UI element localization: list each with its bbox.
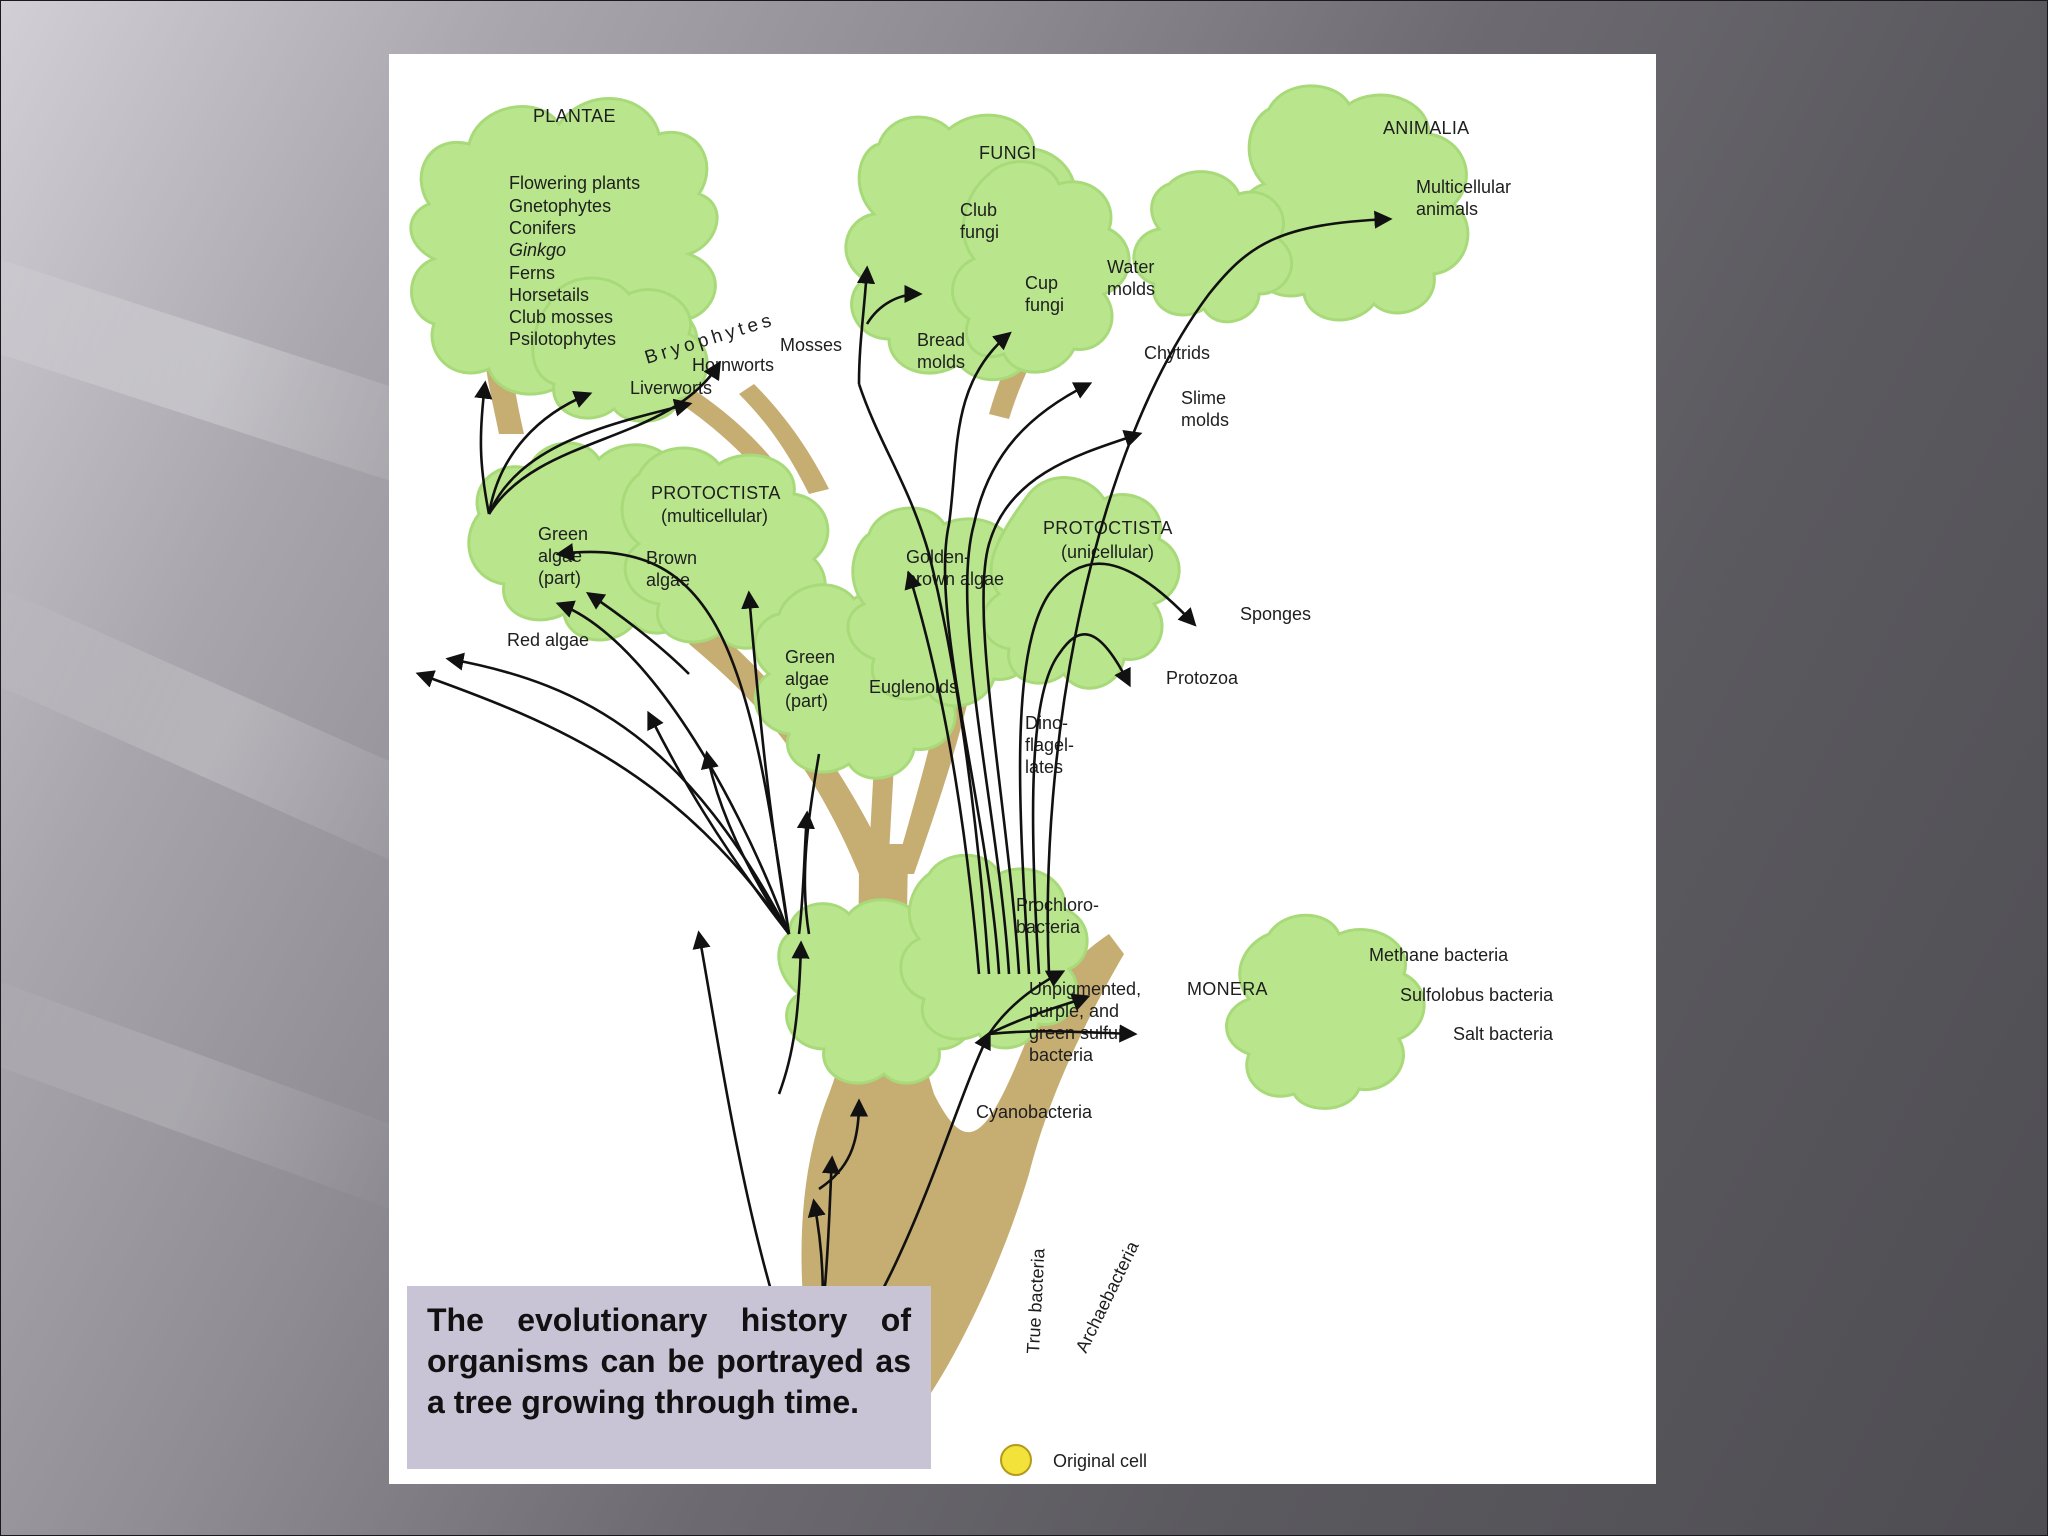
branch-protozoa (1031, 633, 1131, 975)
branch-liverworts (487, 390, 593, 515)
slide-caption: The evolutionary history of organisms ca… (407, 1286, 931, 1469)
red-algae-label: Red algae (507, 630, 589, 650)
branch-red-algae-2 (415, 670, 791, 935)
protozoa-label: Protozoa (1166, 668, 1239, 688)
plantae-group: Gnetophytes (509, 196, 611, 216)
branch-cup-fungi (865, 284, 923, 325)
mosses-label: Mosses (780, 335, 842, 355)
salt-bacteria-label: Salt bacteria (1453, 1024, 1554, 1044)
branch-chytrids (965, 382, 1093, 975)
plantae-group: Flowering plants (509, 173, 640, 193)
kingdom-protoctista-unicellular-subtitle: (unicellular) (1061, 542, 1154, 562)
branch-club-fungi (856, 265, 876, 385)
sulfolobus-bacteria-label: Sulfolobus bacteria (1400, 985, 1554, 1005)
branch-prochloro (777, 940, 810, 1095)
kingdom-labels: PLANTAE FUNGI ANIMALIA PROTOCTISTA (mult… (533, 106, 1469, 999)
golden-brown-algae-label: Golden-brown algae (906, 547, 1004, 589)
branch-hornworts (487, 398, 693, 515)
branch-bread-molds (857, 383, 991, 975)
branch-salt (988, 1024, 1138, 1043)
plantae-group: Ferns (509, 263, 555, 283)
true-bacteria-label: True bacteria (1023, 1247, 1049, 1354)
branch-red-algae (445, 652, 791, 935)
plantae-group-list: Flowering plants Gnetophytes Conifers Gi… (509, 173, 640, 349)
kingdom-fungi-title: FUNGI (979, 143, 1037, 163)
original-cell-legend-label: Original cell (1053, 1451, 1147, 1471)
branch-to-fungi (904, 570, 981, 975)
hornworts-label: Hornworts (692, 355, 774, 375)
background-streak (0, 963, 439, 1217)
plantae-group: Horsetails (509, 285, 589, 305)
branch-mosses (487, 360, 721, 515)
branch-brown-algae-long (555, 600, 791, 935)
original-cell-dot (1000, 1444, 1032, 1476)
branch-water-molds (943, 331, 1012, 975)
branch-slime-molds (982, 429, 1143, 975)
kingdom-protoctista-multicellular-subtitle: (multicellular) (661, 506, 768, 526)
sponges-label: Sponges (1240, 604, 1311, 624)
tree-foliage (409, 84, 1470, 1110)
branch-cyanobacteria-up (818, 1098, 869, 1191)
branch-sulfolobus (988, 993, 1091, 1036)
branch-sponges (1018, 562, 1197, 975)
kingdom-protoctista-multicellular-title: PROTOCTISTA (651, 483, 781, 503)
dinoflagellates-label: Dino-flagel-lates (1025, 713, 1074, 777)
euglenoids-label: Euglenoids (869, 677, 958, 697)
plantae-group: Conifers (509, 218, 576, 238)
kingdom-plantae-title: PLANTAE (533, 106, 616, 126)
archaebacteria-canopy (1225, 913, 1426, 1110)
plantae-group: Psilotophytes (509, 329, 616, 349)
evolution-tree-diagram: PLANTAE FUNGI ANIMALIA PROTOCTISTA (mult… (409, 84, 1554, 1476)
kingdom-animalia-title: ANIMALIA (1383, 118, 1469, 138)
methane-bacteria-label: Methane bacteria (1369, 945, 1509, 965)
branch-green-algae-multi (555, 543, 791, 935)
branch-plantae (474, 380, 493, 515)
plantae-group: Ginkgo (509, 240, 566, 260)
animalia-canopy-left (1132, 170, 1294, 324)
branch-dinoflagellates (796, 810, 815, 935)
branch-animals (1046, 210, 1393, 975)
phylogeny-branches (415, 210, 1393, 1405)
plantae-group: Club mosses (509, 307, 613, 327)
tree-of-life-figure: PLANTAE FUNGI ANIMALIA PROTOCTISTA (mult… (389, 54, 1656, 1484)
fungi-canopy-right (951, 160, 1131, 374)
chytrids-label: Chytrids (1144, 343, 1210, 363)
branch-brown-algae (585, 591, 690, 675)
kingdom-monera-title: MONERA (1187, 979, 1268, 999)
archaebacteria-label: Archaebacteria (1072, 1237, 1143, 1355)
cyanobacteria-label: Cyanobacteria (976, 1102, 1093, 1122)
branch-methane (987, 970, 1066, 1035)
kingdom-protoctista-unicellular-title: PROTOCTISTA (1043, 518, 1173, 538)
